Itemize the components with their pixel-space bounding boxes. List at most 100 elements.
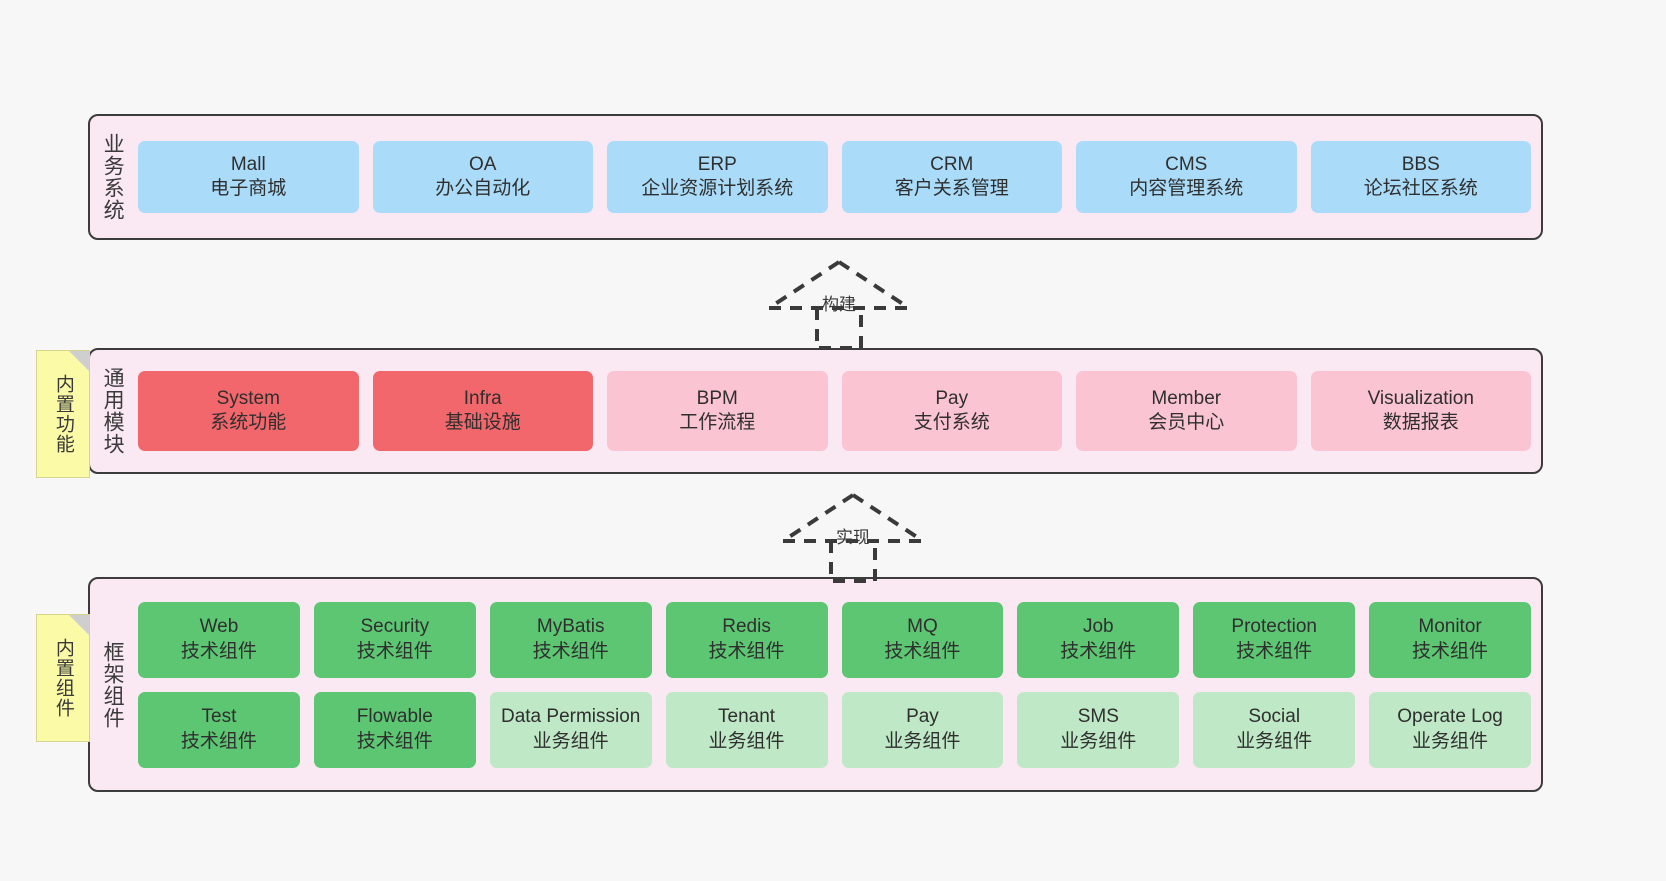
layer-framework-components[interactable]: 框架组件 Web 技术组件 Security 技术组件 MyBatis 技术组件…: [88, 577, 1543, 792]
node-name: System: [216, 387, 280, 409]
note-fold-icon: [69, 615, 89, 635]
node-sms[interactable]: SMS 业务组件: [1017, 691, 1180, 768]
node-name: Operate Log: [1397, 706, 1503, 728]
note-fold-icon: [69, 351, 89, 371]
node-name: Member: [1151, 387, 1222, 409]
node-redis[interactable]: Redis 技术组件: [665, 601, 828, 678]
node-desc: 业务组件: [1412, 730, 1489, 752]
node-name: Monitor: [1418, 616, 1482, 638]
connector-build-label: 构建: [822, 295, 856, 314]
connector-build-arrow: 构建: [763, 256, 915, 350]
node-test[interactable]: Test 技术组件: [138, 691, 300, 768]
node-name: Mall: [230, 153, 266, 175]
node-desc: 数据报表: [1382, 412, 1459, 433]
layer-row: Test 技术组件 Flowable 技术组件 Data Permission …: [138, 691, 1531, 768]
layer-body-frame: Web 技术组件 Security 技术组件 MyBatis 技术组件 Redi…: [134, 579, 1541, 790]
node-protection[interactable]: Protection 技术组件: [1193, 601, 1356, 678]
node-desc: 业务组件: [532, 730, 609, 752]
node-name: Job: [1082, 616, 1114, 638]
node-name: MyBatis: [536, 616, 605, 638]
node-tenant[interactable]: Tenant 业务组件: [665, 691, 828, 768]
node-desc: 业务组件: [884, 730, 961, 752]
layer-row: System 系统功能 Infra 基础设施 BPM 工作流程 Pay 支付系统…: [138, 371, 1531, 451]
node-desc: 技术组件: [356, 730, 433, 752]
node-pay-biz[interactable]: Pay 业务组件: [841, 691, 1004, 768]
node-name: CRM: [930, 153, 974, 175]
node-desc: 业务组件: [708, 730, 785, 752]
node-mq[interactable]: MQ 技术组件: [841, 601, 1004, 678]
node-desc: 技术组件: [1236, 640, 1313, 662]
node-name: Flowable: [356, 706, 433, 728]
note-label: 内置功能: [52, 374, 74, 454]
node-desc: 企业资源计划系统: [641, 178, 794, 199]
node-crm[interactable]: CRM 客户关系管理: [841, 141, 1062, 213]
connector-implement-label: 实现: [836, 528, 870, 547]
node-name: Tenant: [718, 706, 776, 728]
node-pay[interactable]: Pay 支付系统: [841, 371, 1062, 451]
layer-title-frame: 框架组件: [101, 640, 125, 729]
node-desc: 会员中心: [1148, 412, 1225, 433]
connector-implement-arrow: 实现: [777, 489, 929, 583]
layer-common-modules[interactable]: 通用模块 System 系统功能 Infra 基础设施 BPM 工作流程 Pay…: [88, 348, 1543, 474]
node-desc: 基础设施: [444, 412, 521, 433]
node-social[interactable]: Social 业务组件: [1193, 691, 1356, 768]
note-builtin-features: 内置功能: [36, 350, 90, 478]
node-name: Data Permission: [500, 706, 641, 728]
node-monitor[interactable]: Monitor 技术组件: [1369, 601, 1531, 678]
node-bpm[interactable]: BPM 工作流程: [607, 371, 828, 451]
note-builtin-components: 内置组件: [36, 614, 90, 742]
layer-row: Web 技术组件 Security 技术组件 MyBatis 技术组件 Redi…: [138, 601, 1531, 678]
node-name: BBS: [1401, 153, 1440, 175]
node-desc: 系统功能: [210, 412, 287, 433]
node-security[interactable]: Security 技术组件: [313, 601, 476, 678]
node-name: SMS: [1077, 706, 1119, 728]
node-mybatis[interactable]: MyBatis 技术组件: [489, 601, 652, 678]
note-label: 内置组件: [52, 638, 74, 718]
node-desc: 工作流程: [679, 412, 756, 433]
node-web[interactable]: Web 技术组件: [138, 601, 300, 678]
node-desc: 电子商城: [210, 178, 287, 199]
node-visualization[interactable]: Visualization 数据报表: [1310, 371, 1531, 451]
node-desc: 技术组件: [532, 640, 609, 662]
node-desc: 技术组件: [180, 640, 257, 662]
node-name: BPM: [696, 387, 738, 409]
node-name: CMS: [1165, 153, 1208, 175]
node-name: MQ: [907, 616, 938, 638]
node-job[interactable]: Job 技术组件: [1017, 601, 1180, 678]
layer-title-business: 业务系统: [101, 133, 125, 221]
node-name: Social: [1248, 706, 1301, 728]
node-name: Protection: [1231, 616, 1317, 638]
node-data-permission[interactable]: Data Permission 业务组件: [489, 691, 652, 768]
layer-business-systems[interactable]: 业务系统 Mall 电子商城 OA 办公自动化 ERP 企业资源计划系统 CRM…: [88, 114, 1543, 240]
node-name: Security: [360, 616, 430, 638]
node-desc: 业务组件: [1060, 730, 1137, 752]
node-name: Visualization: [1367, 387, 1474, 409]
node-desc: 技术组件: [708, 640, 785, 662]
node-name: Infra: [463, 387, 502, 409]
layer-body-business: Mall 电子商城 OA 办公自动化 ERP 企业资源计划系统 CRM 客户关系…: [134, 116, 1541, 238]
node-operate-log[interactable]: Operate Log 业务组件: [1369, 691, 1531, 768]
node-desc: 办公自动化: [435, 178, 531, 199]
node-system[interactable]: System 系统功能: [138, 371, 359, 451]
node-name: Redis: [722, 616, 771, 638]
node-flowable[interactable]: Flowable 技术组件: [313, 691, 476, 768]
node-infra[interactable]: Infra 基础设施: [372, 371, 593, 451]
node-desc: 客户关系管理: [894, 178, 1009, 199]
node-mall[interactable]: Mall 电子商城: [138, 141, 359, 213]
node-desc: 技术组件: [1060, 640, 1137, 662]
node-cms[interactable]: CMS 内容管理系统: [1076, 141, 1297, 213]
node-bbs[interactable]: BBS 论坛社区系统: [1310, 141, 1531, 213]
node-name: Pay: [935, 387, 969, 409]
node-name: Web: [199, 616, 239, 638]
node-erp[interactable]: ERP 企业资源计划系统: [607, 141, 828, 213]
node-desc: 技术组件: [356, 640, 433, 662]
layer-row: Mall 电子商城 OA 办公自动化 ERP 企业资源计划系统 CRM 客户关系…: [138, 141, 1531, 213]
node-desc: 技术组件: [1412, 640, 1489, 662]
node-oa[interactable]: OA 办公自动化: [372, 141, 593, 213]
node-desc: 业务组件: [1236, 730, 1313, 752]
layer-title-common: 通用模块: [101, 367, 125, 455]
node-member[interactable]: Member 会员中心: [1076, 371, 1297, 451]
node-desc: 论坛社区系统: [1363, 178, 1478, 199]
node-desc: 支付系统: [913, 412, 990, 433]
